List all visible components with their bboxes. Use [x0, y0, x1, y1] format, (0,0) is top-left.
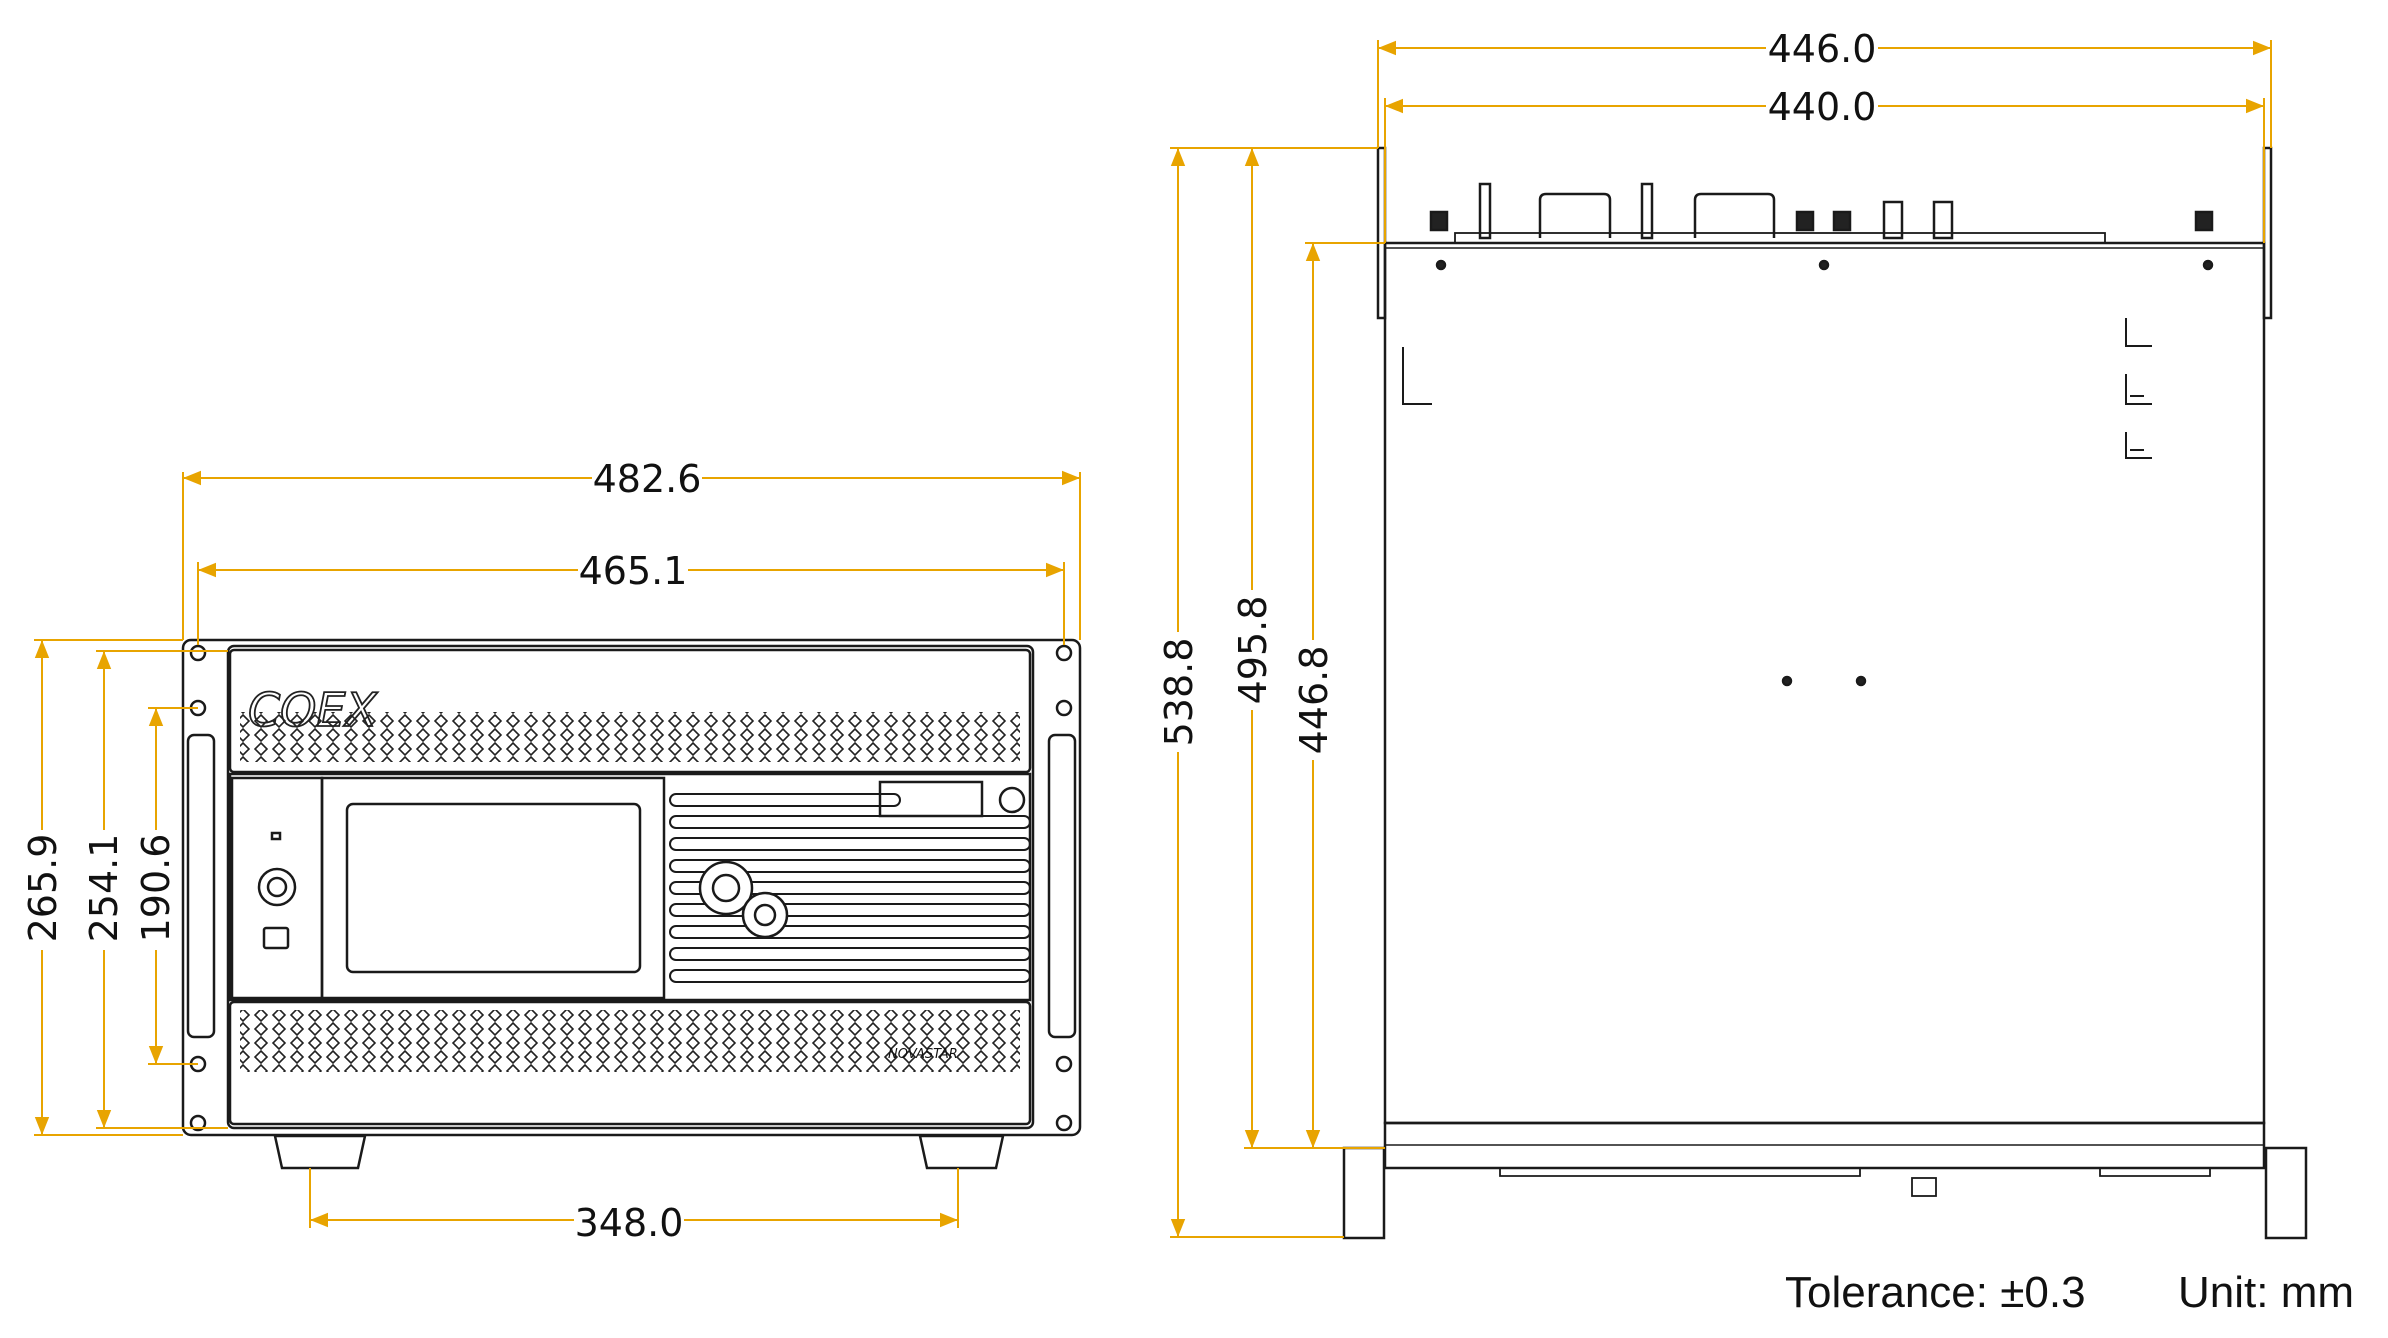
knob-large-icon: [698, 860, 754, 916]
left-handle: [186, 733, 216, 1039]
corner-mark: [1402, 347, 1432, 405]
model-logo: NOVASTAR: [888, 1047, 958, 1062]
bnc-connector-icon: [1882, 200, 1904, 240]
screw-icon: [1781, 675, 1793, 687]
mount-hole: [189, 1114, 207, 1132]
front-dimension-labels: 482.6 465.1 348.0 265.9 254.1 190.6: [21, 456, 702, 1245]
right-handle: [1047, 733, 1077, 1039]
front-chassis: [226, 644, 1035, 1130]
dim-rack-width: 482.6: [593, 457, 702, 501]
front-outer-frame: [181, 638, 1082, 1137]
rear-knob-icon: [1429, 210, 1449, 232]
knob-small-inner-icon: [753, 903, 777, 927]
dim-mount-hole-spacing: 465.1: [579, 549, 688, 593]
handle-profile: [2099, 1168, 2211, 1177]
connector-block: [878, 780, 984, 818]
front-ear-left: [1342, 1146, 1386, 1240]
mount-hole: [1055, 644, 1073, 662]
screw-icon: [2202, 259, 2214, 271]
rear-bracket-right: [2262, 146, 2273, 320]
screw-icon: [1855, 675, 1867, 687]
rear-knob-icon: [2194, 210, 2214, 232]
corner-mark: [2125, 318, 2152, 347]
dim-depth-with-connectors: 495.8: [1231, 596, 1275, 705]
mount-hole: [1055, 699, 1073, 717]
knob-large-inner-icon: [711, 873, 741, 903]
corner-mark: [2125, 374, 2152, 405]
corner-mark: [2125, 432, 2152, 459]
mount-hole: [1055, 1114, 1073, 1132]
touch-screen: [345, 802, 642, 974]
right-foot: [918, 1134, 1005, 1170]
top-mesh: [240, 712, 1020, 762]
tolerance-note: Tolerance: ±0.3: [1785, 1268, 2086, 1317]
dim-foot-spacing: 348.0: [575, 1201, 684, 1245]
dim-panel-height: 254.1: [82, 834, 126, 943]
usb-port-icon: [262, 926, 290, 950]
screw-icon: [1435, 259, 1447, 271]
vent-slots: [669, 793, 1031, 983]
top-view: [1342, 146, 2308, 1240]
dim-body-width: 440.0: [1768, 85, 1877, 129]
middle-panel: [228, 772, 1032, 1002]
rear-handle-left: [1538, 192, 1612, 238]
bottom-mesh: [240, 1010, 1020, 1072]
rear-flap-right: [1640, 182, 1654, 240]
front-ear-right: [2264, 1146, 2308, 1240]
mount-hole: [1055, 1055, 1073, 1073]
front-view: [181, 638, 1082, 1170]
rear-bracket-left: [1376, 146, 1387, 320]
dim-total-width: 446.0: [1768, 27, 1877, 71]
screw-icon: [1818, 259, 1830, 271]
display-bezel: [320, 776, 666, 1000]
brand-logo: COEX: [248, 683, 378, 737]
rear-connector-strip: [1454, 232, 2106, 244]
dim-total-depth: 538.8: [1157, 638, 1201, 747]
bottom-grille: [228, 1000, 1032, 1126]
dim-hole-spacing-vertical: 190.6: [134, 834, 178, 943]
rear-flap-left: [1478, 182, 1492, 240]
power-knob-inner-icon: [266, 876, 288, 898]
rear-knob-icon: [1795, 210, 1815, 232]
control-section: [230, 776, 324, 1000]
handle-profile: [1499, 1168, 1861, 1177]
dim-overall-height: 265.9: [21, 834, 65, 943]
mount-hole: [189, 644, 207, 662]
knob-profile: [1911, 1177, 1937, 1197]
rear-handle-right: [1693, 192, 1776, 238]
status-led: [270, 831, 282, 841]
dim-body-depth: 446.8: [1292, 646, 1336, 755]
top-dimension-labels: 446.0 440.0 538.8 495.8 446.8: [1157, 26, 1878, 760]
unit-note: Unit: mm: [2178, 1268, 2354, 1317]
bnc-connector-icon: [1932, 200, 1954, 240]
button-icon: [998, 786, 1026, 814]
left-foot: [273, 1134, 367, 1170]
top-body: [1383, 241, 2266, 1125]
top-grille: [228, 648, 1032, 774]
knob-small-icon: [741, 891, 789, 939]
top-dimension-lines: [1170, 40, 2272, 1238]
rear-knob-icon: [1832, 210, 1852, 232]
power-knob-icon: [257, 867, 297, 907]
